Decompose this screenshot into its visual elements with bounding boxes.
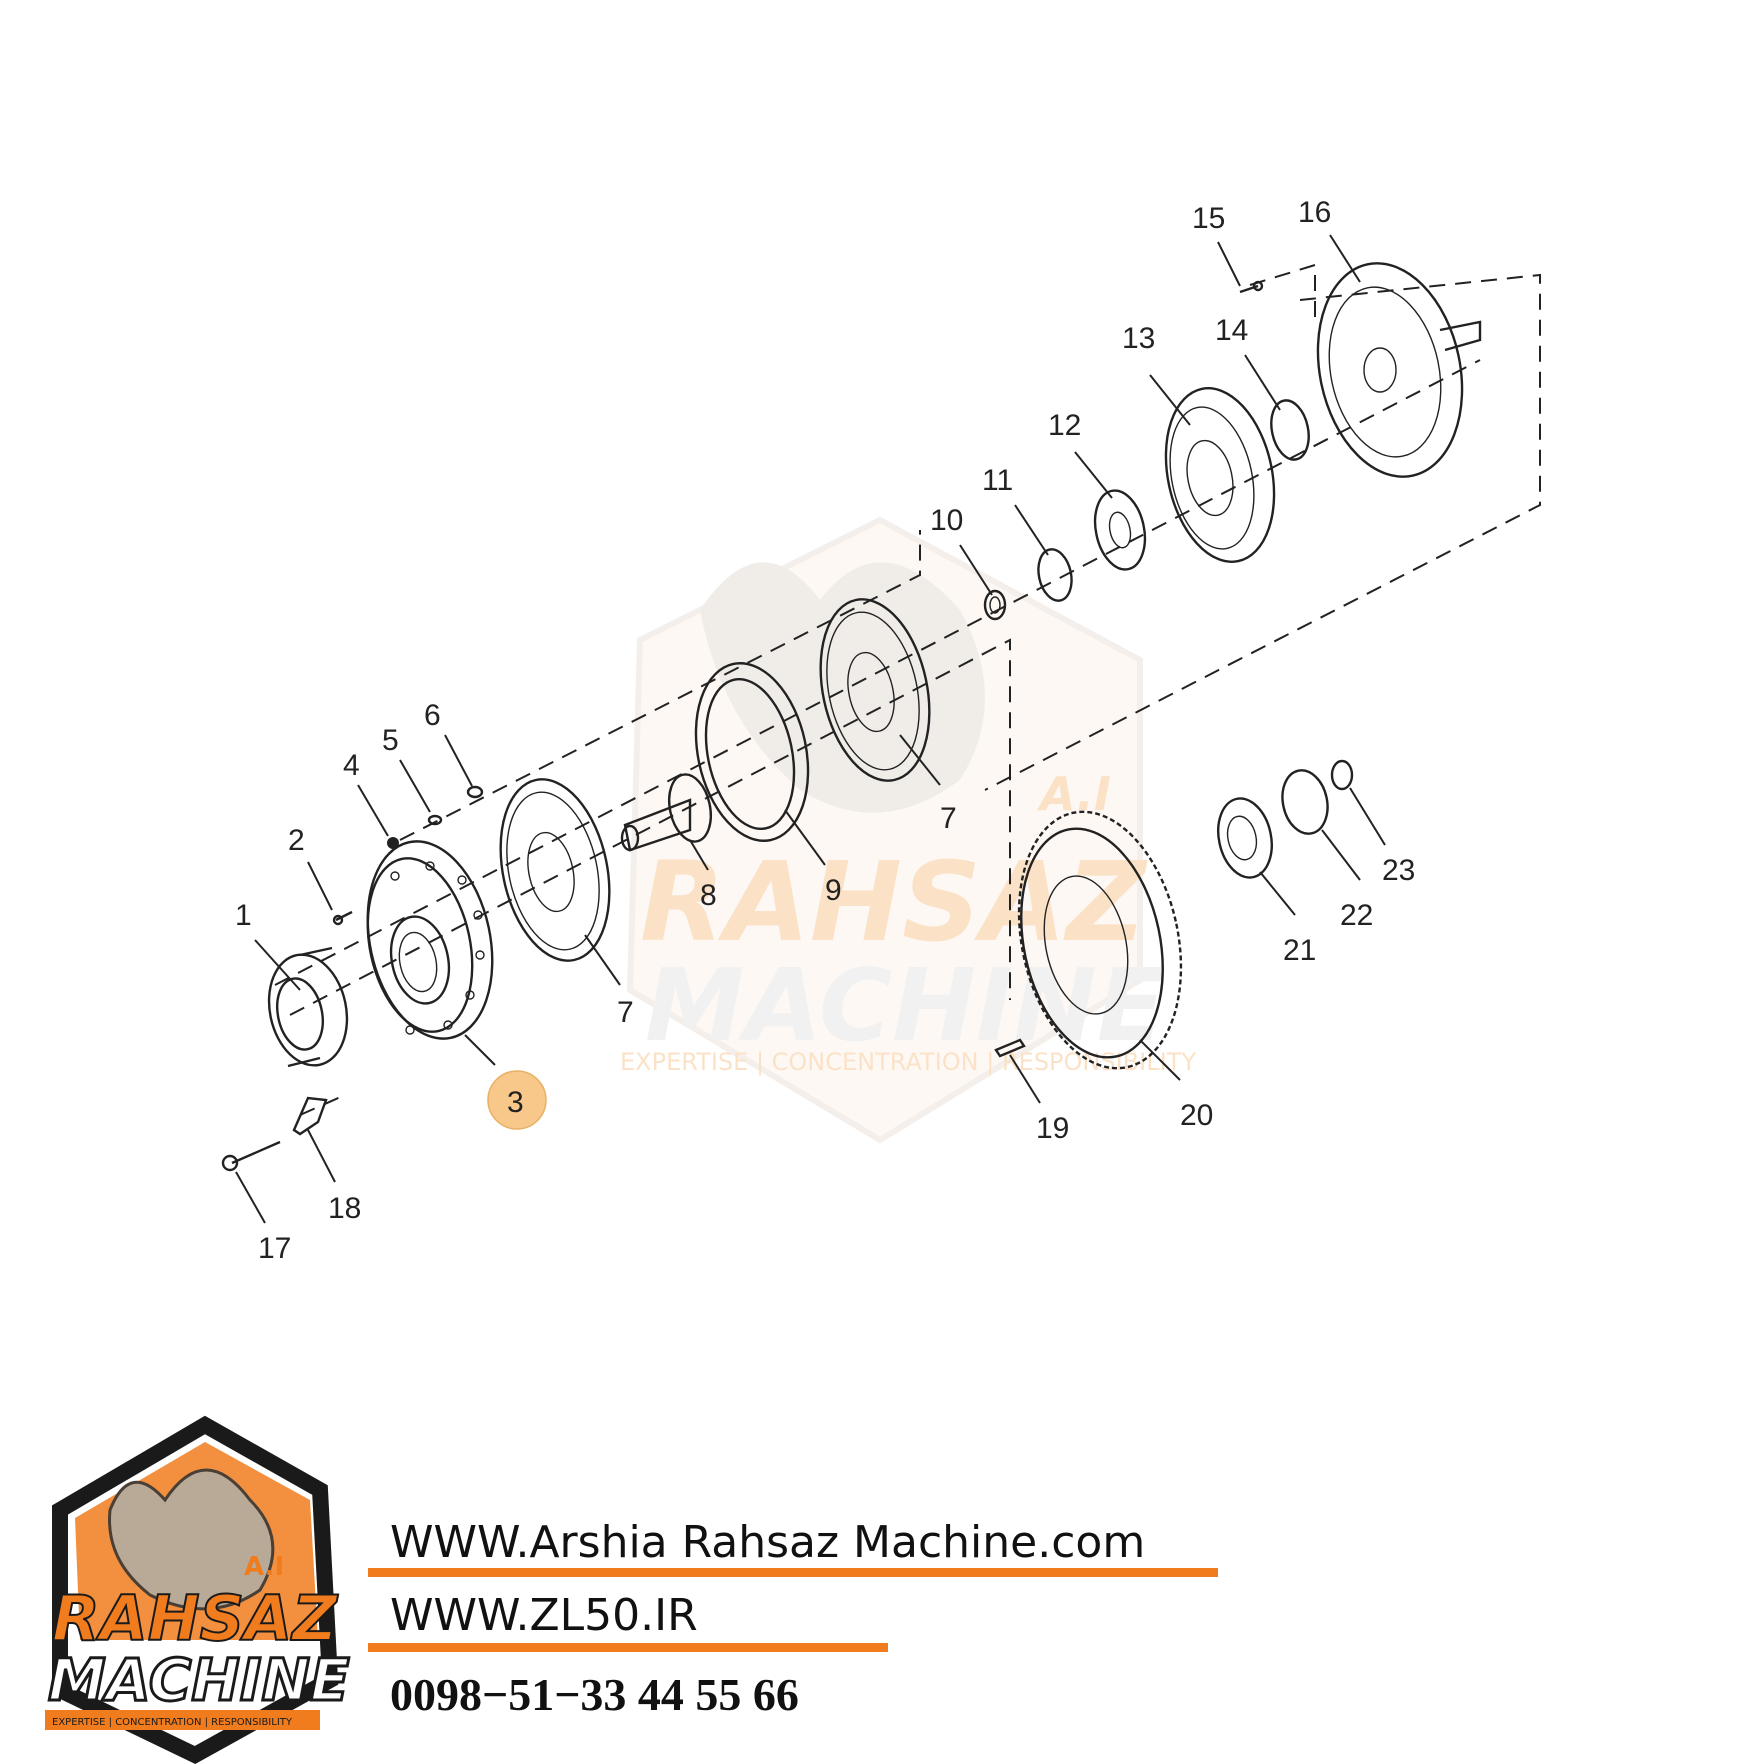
callout-22: 22 — [1340, 899, 1373, 932]
watermark-wordmark-top: RAHSAZ — [640, 838, 1148, 966]
guide-bolt-17 — [299, 1094, 346, 1116]
part-15-bolt — [1239, 280, 1264, 294]
logo-rhino-icon — [108, 1468, 275, 1611]
logo-tagline: EXPERTISE | CONCENTRATION | RESPONSIBILI… — [52, 1717, 293, 1728]
callout-7a: 7 — [617, 996, 634, 1029]
footer-website-1: WWW.Arshia Rahsaz Machine.com — [390, 1517, 1145, 1568]
logo-tagline-band — [45, 1710, 320, 1730]
callout-12: 12 — [1048, 409, 1081, 442]
callout-1: 1 — [235, 899, 252, 932]
guide-right-box — [984, 273, 1541, 791]
part-1-seal — [267, 946, 349, 1068]
watermark-tagline: EXPERTISE | CONCENTRATION | RESPONSIBILI… — [620, 1048, 1196, 1076]
part-17-bolt — [221, 1140, 281, 1172]
callout-5: 5 — [382, 724, 399, 757]
part-14-o-ring — [1270, 399, 1310, 461]
callout-10: 10 — [930, 504, 963, 537]
assembly-guides — [274, 263, 1541, 1116]
callout-20: 20 — [1180, 1099, 1213, 1132]
part-9-steel-plate — [694, 662, 810, 842]
callout-8: 8 — [700, 879, 717, 912]
watermark-wordmark-bottom: MACHINE — [645, 947, 1165, 1064]
part-22-ring — [1281, 769, 1329, 835]
callout-7b: 7 — [940, 802, 957, 835]
leader-lines — [235, 234, 1386, 1224]
callout-15: 15 — [1192, 202, 1225, 235]
callout-9: 9 — [825, 874, 842, 907]
watermark-shield — [626, 516, 1143, 1144]
watermark: RAHSAZ MACHINE A.I EXPERTISE | CONCENTRA… — [620, 516, 1196, 1144]
part-12-thrust-washer — [1093, 489, 1147, 571]
logo-wordmark-top: RAHSAZ — [52, 1582, 338, 1655]
guide-axis-main — [274, 359, 1481, 986]
part-6-screw — [466, 785, 484, 799]
callout-19: 19 — [1036, 1112, 1069, 1145]
callout-17: 17 — [258, 1232, 291, 1265]
callout-6: 6 — [424, 699, 441, 732]
footer-underline-2 — [368, 1643, 888, 1652]
part-19-key — [994, 1038, 1026, 1058]
guide-lower — [289, 638, 1011, 1016]
callout-2: 2 — [288, 824, 305, 857]
part-16-housing — [1316, 262, 1482, 478]
callout-13: 13 — [1122, 322, 1155, 355]
part-8-shaft — [620, 773, 713, 852]
part-11-snap-ring — [1037, 548, 1073, 602]
callout-11: 11 — [982, 464, 1013, 497]
callout-3-highlight — [487, 1070, 547, 1130]
part-7-friction-disc-a — [499, 778, 611, 962]
part-23-retaining-ring — [1330, 759, 1354, 791]
part-5-pin — [427, 814, 443, 826]
callout-4: 4 — [343, 749, 360, 782]
footer-website-2: WWW.ZL50.IR — [390, 1590, 698, 1641]
part-20-ring-gear — [1017, 810, 1183, 1070]
brand-logo: A.I RAHSAZ MACHINE EXPERTISE | CONCENTRA… — [45, 1415, 351, 1764]
part-21-ball-bearing — [1217, 797, 1273, 879]
logo-initials: A.I — [244, 1552, 284, 1582]
callout-14: 14 — [1215, 314, 1248, 347]
guide-upper-left — [399, 530, 921, 841]
part-10-needle-bearing — [983, 589, 1007, 621]
part-13-piston — [1164, 387, 1276, 563]
part-4-ball — [387, 837, 399, 849]
callout-labels: 1 2 3 4 5 6 7 7 8 9 10 11 12 13 14 15 16… — [235, 196, 1415, 1265]
footer-contact: WWW.Arshia Rahsaz Machine.com WWW.ZL50.I… — [368, 1517, 1218, 1720]
callout-18: 18 — [328, 1192, 361, 1225]
callout-3: 3 — [507, 1086, 524, 1119]
watermark-rhino-mark — [700, 562, 985, 813]
footer-underline-1 — [368, 1568, 1218, 1577]
callout-21: 21 — [1283, 934, 1316, 967]
logo-wordmark-bottom: MACHINE — [48, 1646, 350, 1714]
guide-bolt-15 — [1249, 263, 1316, 320]
part-3-flange-hub — [366, 840, 494, 1040]
callout-16: 16 — [1298, 196, 1331, 229]
footer-phone: 0098−51−33 44 55 66 — [390, 1669, 799, 1720]
callout-23: 23 — [1382, 854, 1415, 887]
part-18-lock-plate — [292, 1096, 328, 1136]
part-7-friction-disc-b — [819, 598, 931, 782]
part-2-pin — [332, 910, 353, 926]
